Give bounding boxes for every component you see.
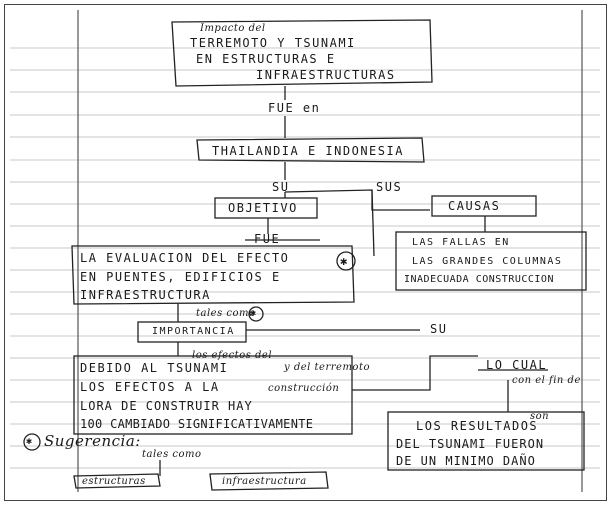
results-box-line1-note: son xyxy=(530,411,550,422)
connector-su-2: SU xyxy=(430,322,448,336)
evaluation-box-line1: LA EVALUACION DEL EFECTO xyxy=(80,251,290,265)
star-circle-eval xyxy=(336,251,356,271)
suggestion-tales-como: tales como xyxy=(142,449,202,460)
suggestion-box-left-outline xyxy=(73,473,161,489)
causes-list-line2: LAS GRANDES COLUMNAS xyxy=(412,256,563,267)
effects-box-line4: 100 CAMBIADO SIGNIFICATIVAMENTE xyxy=(80,417,314,431)
effects-box-line1: DEBIDO AL TSUNAMI xyxy=(80,361,229,375)
title-box-outline xyxy=(171,19,433,87)
evaluation-box-outline xyxy=(71,245,355,305)
suggestion-box-right: infraestructura xyxy=(222,476,307,487)
effects-box-line3: LORA DE CONSTRUIR HAY xyxy=(80,399,253,413)
causes-list-line1: LAS FALLAS EN xyxy=(412,237,510,248)
country-box-outline xyxy=(196,137,425,163)
star-circle-tales xyxy=(248,306,264,322)
importance-box: IMPORTANCIA xyxy=(152,326,235,337)
results-box-outline xyxy=(387,411,585,471)
con-el-fin-de: con el fin de xyxy=(512,375,581,386)
connector-effects-locual xyxy=(352,355,478,391)
title-box-line4: INFRAESTRUCTURAS xyxy=(256,68,396,82)
effects-box-line2: LOS EFECTOS A LA xyxy=(80,380,220,394)
importance-box-outline xyxy=(137,321,247,343)
effects-note-right: y del terremoto xyxy=(284,362,370,373)
suggestion-label: Sugerencia: xyxy=(44,432,141,450)
ruled-lines xyxy=(10,47,600,469)
star-symbol-suggestion: ✱ xyxy=(26,436,34,447)
tales-como-label: tales como xyxy=(196,308,256,319)
star-symbol-eval: ✱ xyxy=(340,254,349,268)
causes-box: CAUSAS xyxy=(448,199,501,213)
effects-box-outline xyxy=(73,355,353,435)
connector-su: SU xyxy=(272,180,290,194)
evaluation-box-line3: INFRAESTRUCTURA xyxy=(80,288,211,302)
evaluation-box-line2: EN PUENTES, EDIFICIOS E xyxy=(80,270,281,284)
page-frame xyxy=(4,4,607,501)
country-box: THAILANDIA E INDONESIA xyxy=(212,144,404,158)
title-box-line3: EN ESTRUCTURAS E xyxy=(196,52,336,66)
star-symbol-tales: ✱ xyxy=(250,308,258,319)
objective-box: OBJETIVO xyxy=(228,201,298,215)
connector-fue: FUE xyxy=(254,232,281,246)
diagram-strokes xyxy=(71,19,587,491)
effects-box-line2-hand: construcción xyxy=(268,383,340,394)
title-box-line2: TERREMOTO Y TSUNAMI xyxy=(190,36,356,50)
connector-sus-causes xyxy=(284,189,430,211)
star-marks xyxy=(23,251,356,451)
connector-sus-down xyxy=(371,189,375,257)
results-box-line2: DEL TSUNAMI FUERON xyxy=(396,437,545,451)
causes-box-outline xyxy=(431,195,537,217)
results-box-line1: LOS RESULTADOS xyxy=(416,419,539,433)
suggestion-box-left: estructuras xyxy=(82,476,146,487)
effects-note-top: los efectos del xyxy=(192,350,273,361)
star-circle-suggestion xyxy=(23,433,41,451)
results-box-line3: DE UN MINIMO DAÑO xyxy=(396,454,536,468)
lo-cual: LO CUAL xyxy=(486,358,548,372)
objective-box-outline xyxy=(214,197,318,219)
connector-fue-en: FUE en xyxy=(268,101,321,115)
connector-sus: SUS xyxy=(376,180,403,194)
causes-list-outline xyxy=(395,231,587,291)
title-box-line1: Impacto del xyxy=(200,23,266,34)
causes-list-line3: INADECUADA CONSTRUCCION xyxy=(404,274,554,285)
suggestion-box-right-outline xyxy=(209,471,329,491)
